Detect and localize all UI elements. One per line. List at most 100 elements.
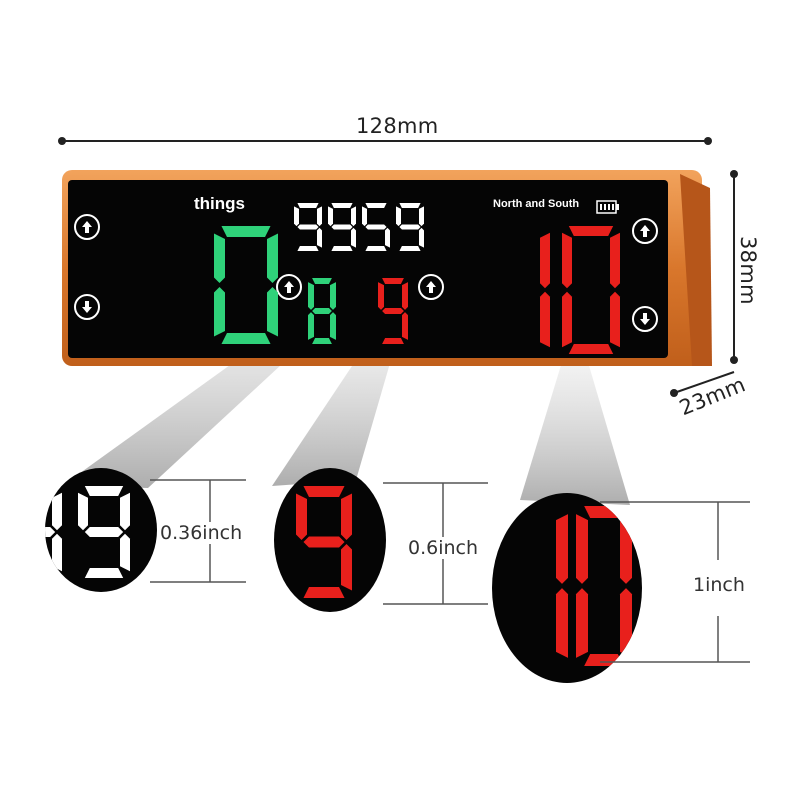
- segment-d: [568, 344, 614, 354]
- segment-a: [584, 506, 624, 518]
- segment-c: [317, 227, 322, 248]
- segment-g: [45, 527, 56, 537]
- segment-g: [382, 308, 404, 314]
- segment-c: [330, 312, 336, 340]
- segment-b: [351, 206, 356, 227]
- segment-g: [84, 527, 124, 537]
- segment-f: [362, 206, 367, 227]
- segment-g: [303, 536, 345, 548]
- led-scoreboard-device: things North and South: [62, 170, 714, 368]
- segment-e: [576, 588, 588, 658]
- middle-digit: [378, 278, 408, 344]
- segment-c: [540, 291, 550, 348]
- callout-digit-small: [78, 486, 130, 578]
- up-arrow-icon: [82, 221, 92, 233]
- segment-a: [297, 203, 319, 208]
- segment-f: [214, 233, 225, 284]
- segment-a: [221, 226, 271, 237]
- segment-e: [562, 291, 572, 348]
- segment-d: [331, 246, 353, 251]
- segment-b: [330, 282, 336, 310]
- mode-label: North and South: [493, 198, 580, 210]
- segment-f: [294, 206, 299, 227]
- segment-d: [312, 338, 332, 344]
- segment-c: [620, 588, 632, 658]
- segment-f: [562, 232, 572, 289]
- segment-b: [52, 492, 62, 531]
- callout-digit-large-0: [556, 514, 568, 658]
- segment-d: [221, 333, 271, 344]
- top-time-digit-0: [294, 203, 322, 251]
- left-small-digit: [308, 278, 336, 344]
- brand-label: things: [194, 194, 245, 213]
- segment-c: [52, 533, 62, 572]
- segment-a: [84, 486, 124, 496]
- segment-c: [120, 533, 130, 572]
- segment-b: [610, 232, 620, 289]
- segment-a: [45, 486, 56, 496]
- segment-c: [419, 227, 424, 248]
- segment-c: [610, 291, 620, 348]
- top-time-digit-2: [362, 203, 390, 251]
- segment-g: [331, 224, 353, 230]
- segment-e: [308, 312, 314, 340]
- segment-g: [297, 224, 319, 230]
- segment-d: [45, 568, 56, 578]
- segment-g: [399, 224, 421, 230]
- right-score-digit-1: [562, 226, 620, 354]
- callout-digits-medium: [296, 486, 352, 598]
- segment-f: [18, 493, 28, 530]
- callout-circle-large: [492, 493, 642, 683]
- segment-b: [341, 493, 352, 541]
- callout-size-large: 1inch: [693, 574, 745, 596]
- segment-a: [312, 278, 332, 284]
- middle-left-up-button[interactable]: [276, 274, 302, 300]
- segment-c: [341, 543, 352, 591]
- segment-b: [267, 233, 278, 284]
- segment-c: [267, 286, 278, 337]
- middle-right-up-button[interactable]: [418, 274, 444, 300]
- left-down-button[interactable]: [74, 294, 100, 320]
- segment-f: [576, 514, 588, 584]
- segment-a: [399, 203, 421, 208]
- up-arrow-icon: [640, 225, 650, 237]
- segment-display: [214, 203, 620, 354]
- callout-digit-large-1: [576, 506, 632, 666]
- battery-icon: [596, 200, 619, 214]
- segment-g: [312, 308, 332, 314]
- segment-a: [568, 226, 614, 236]
- segment-b: [419, 206, 424, 227]
- segment-b: [620, 514, 632, 584]
- segment-f: [396, 206, 401, 227]
- segment-a: [331, 203, 353, 208]
- segment-a: [382, 278, 404, 284]
- segment-b: [402, 282, 408, 310]
- up-arrow-icon: [284, 281, 294, 293]
- segment-d: [399, 246, 421, 251]
- segment-g: [365, 224, 387, 230]
- callout-size-small: 0.36inch: [160, 522, 243, 544]
- segment-f: [328, 206, 333, 227]
- top-time-digit-1: [328, 203, 356, 251]
- segment-a: [365, 203, 387, 208]
- segment-b: [120, 492, 130, 531]
- up-arrow-icon: [426, 281, 436, 293]
- left-up-button[interactable]: [74, 214, 100, 240]
- segment-b: [317, 206, 322, 227]
- segment-e: [214, 286, 225, 337]
- right-down-button[interactable]: [632, 306, 658, 332]
- segment-b: [556, 514, 568, 584]
- length-dimension-label: 128mm: [356, 114, 439, 138]
- segment-d: [365, 246, 387, 251]
- callout-size-medium: 0.6inch: [408, 537, 479, 559]
- segment-c: [385, 227, 390, 248]
- right-up-button[interactable]: [632, 218, 658, 244]
- segment-d: [584, 654, 624, 666]
- segment-b: [540, 232, 550, 289]
- callout-digit-medium: [296, 486, 352, 598]
- segment-d: [303, 587, 345, 598]
- segment-d: [297, 246, 319, 251]
- segment-c: [351, 227, 356, 248]
